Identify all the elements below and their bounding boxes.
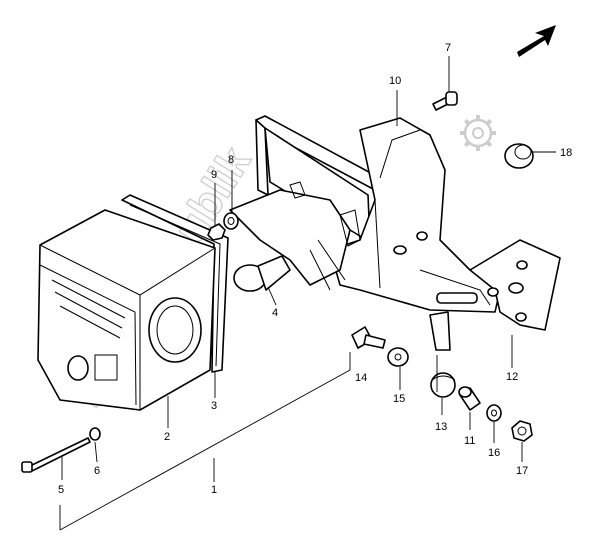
- part-10-housing-bracket: [255, 115, 501, 351]
- callout-7: 7: [445, 42, 451, 54]
- part-7-screw: [432, 91, 458, 111]
- callout-11: 11: [464, 435, 475, 447]
- callout-2: 2: [164, 431, 170, 443]
- callout-17: 17: [516, 465, 528, 477]
- part-5-screw: [21, 437, 91, 473]
- callout-3: 3: [211, 400, 217, 412]
- callout-13: 13: [435, 421, 447, 433]
- part-15-washer: [387, 347, 409, 367]
- callout-6: 6: [94, 465, 100, 477]
- socket-assembly: [229, 181, 361, 291]
- part-3-gasket: [121, 194, 229, 373]
- callout-14: 14: [355, 372, 367, 384]
- part-12-plate-bracket: [469, 239, 561, 331]
- part-13-grommet: [430, 372, 456, 398]
- callout-8: 8: [228, 154, 234, 166]
- part-6-washer: [89, 427, 101, 441]
- part-17-nut: [511, 420, 533, 442]
- callout-9: 9: [211, 169, 217, 181]
- part-4-bulb: [233, 255, 291, 292]
- part-18-grommet: [504, 143, 534, 169]
- callout-5: 5: [58, 484, 64, 496]
- callout-4: 4: [272, 307, 278, 319]
- part-9-nut: [207, 223, 226, 241]
- callout-15: 15: [393, 393, 405, 405]
- callout-16: 16: [488, 447, 500, 459]
- part-11-collar: [458, 386, 481, 411]
- callout-10: 10: [389, 75, 401, 87]
- callout-12: 12: [506, 371, 518, 383]
- part-8-washer: [223, 212, 239, 230]
- gear-icon: [460, 115, 496, 151]
- front-arrow-icon: [517, 25, 556, 57]
- leader-lines: [59, 56, 556, 531]
- callout-18: 18: [560, 147, 572, 159]
- callout-1: 1: [211, 484, 217, 496]
- callout-labels: 1 2 3 4 5 6 7 8 9 10 11 12 13 14 15 16 1…: [58, 42, 572, 496]
- part-14-bolt: [351, 326, 386, 349]
- part-2-lens: [37, 209, 216, 411]
- part-16-washer: [486, 404, 502, 422]
